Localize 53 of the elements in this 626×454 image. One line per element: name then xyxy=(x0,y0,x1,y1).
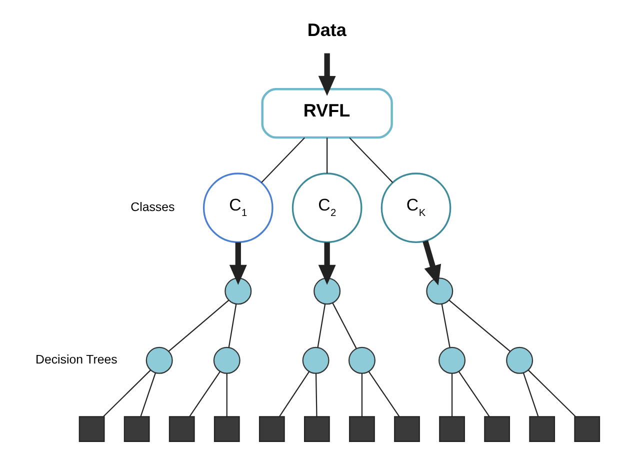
node-circle xyxy=(213,346,240,374)
connector xyxy=(315,373,318,417)
connector xyxy=(361,373,363,417)
node-box xyxy=(214,416,240,442)
node-circle: C$_{2}$ xyxy=(292,172,362,244)
node-box xyxy=(439,416,465,442)
node-box xyxy=(484,416,510,442)
arrow xyxy=(229,242,247,285)
arrow xyxy=(318,53,336,96)
node-box: RVFL xyxy=(261,88,393,139)
node-circle xyxy=(348,346,376,374)
node-circle: C$_{K}$ xyxy=(380,172,452,244)
node-box xyxy=(168,416,195,442)
node-box xyxy=(574,416,600,442)
node-box xyxy=(394,416,420,442)
label: Classes xyxy=(130,200,175,214)
connector xyxy=(522,372,539,417)
connector xyxy=(317,304,326,348)
connector xyxy=(528,370,576,417)
node-text: Data xyxy=(307,20,346,40)
node-circle xyxy=(426,278,454,305)
connector xyxy=(226,373,228,417)
node-circle xyxy=(438,346,466,374)
arrow xyxy=(318,242,336,285)
node-circle xyxy=(314,278,341,305)
node-box xyxy=(258,416,285,442)
node-circle xyxy=(146,346,173,374)
node-circle xyxy=(302,346,330,374)
connector xyxy=(228,304,237,348)
node-circle xyxy=(224,278,252,305)
connector xyxy=(168,300,230,352)
connector xyxy=(349,137,394,183)
node-box xyxy=(124,416,150,442)
connector xyxy=(326,138,328,174)
connector xyxy=(332,302,357,349)
node-box xyxy=(529,416,556,442)
connector xyxy=(261,137,306,183)
label: Decision Trees xyxy=(36,352,118,367)
connector xyxy=(451,373,453,417)
connector xyxy=(103,370,151,417)
connector xyxy=(140,372,156,417)
connector xyxy=(189,371,220,417)
connector xyxy=(448,300,510,352)
connector xyxy=(441,304,450,348)
node-box xyxy=(78,416,105,442)
node-circle xyxy=(506,346,534,374)
node-box xyxy=(304,416,330,442)
connector xyxy=(368,371,400,417)
connector xyxy=(458,371,490,417)
arrow xyxy=(422,240,442,286)
node-circle: C$_{1}$ xyxy=(202,172,274,244)
node-box xyxy=(349,416,375,442)
connector xyxy=(279,371,310,417)
